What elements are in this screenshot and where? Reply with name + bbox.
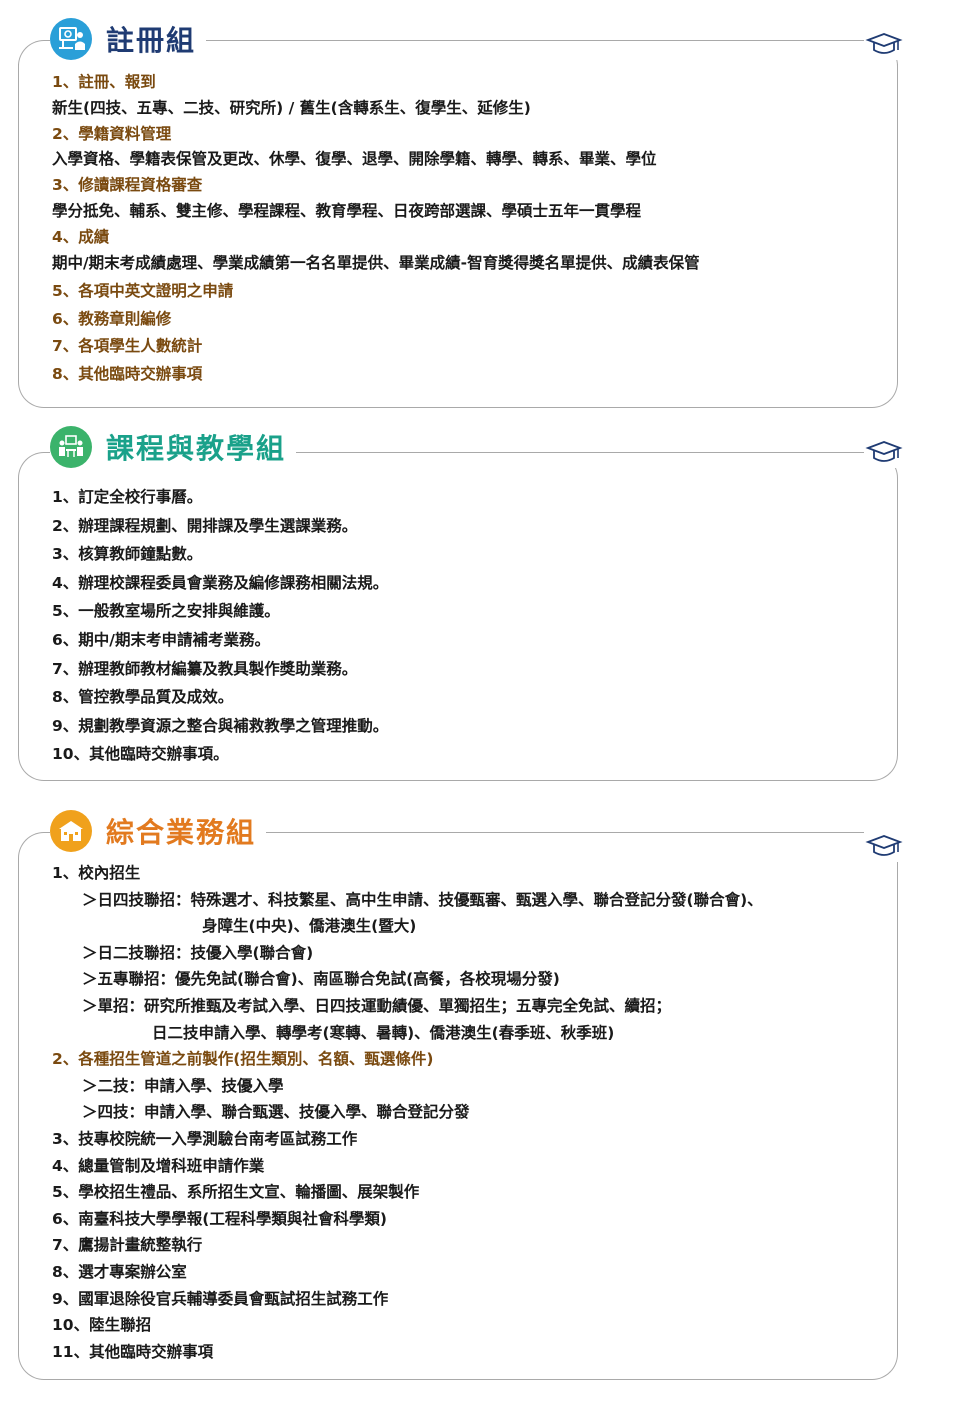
list-item: 10、其他臨時交辦事項。 — [52, 745, 229, 764]
list-item: 4、辦理校課程委員會業務及編修課務相關法規。 — [52, 573, 389, 592]
list-item: 2、各種招生管道之前製作(招生類別、名額、甄選條件) — [52, 1050, 434, 1069]
list-item: 日二技申請入學、轉學考(寒轉、暑轉)、僑港澳生(春季班、秋季班) — [152, 1023, 615, 1042]
list-item: 8、選才專案辦公室 — [52, 1262, 187, 1281]
general-list: 1、校內招生 ＞日四技聯招：特殊選才、科技繁星、高中生申請、技優甄審、甄選入學、聯… — [52, 860, 878, 1365]
frame-top-line — [44, 832, 872, 833]
section-title: 註冊組 — [106, 24, 197, 57]
frame-corner — [18, 452, 49, 479]
graduation-cap-icon — [864, 832, 904, 862]
list-item: 11、其他臨時交辦事項 — [52, 1342, 214, 1361]
course-list: 1、訂定全校行事曆。 2、辦理課程規劃、開排課及學生選課業務。 3、核算教師鐘點數。… — [52, 483, 878, 769]
list-item: ＞四技：申請入學、聯合甄選、技優入學、聯合登記分發 — [82, 1103, 470, 1122]
list-item: 1、訂定全校行事曆。 — [52, 488, 203, 506]
list-item: 4、成績 — [52, 227, 110, 246]
frame-side-left — [18, 64, 19, 68]
list-item: 8、其他臨時交辦事項 — [52, 364, 203, 383]
frame-top-line — [44, 452, 872, 453]
list-item: 3、修讀課程資格審查 — [52, 176, 203, 195]
section-title: 課程與教學組 — [106, 432, 287, 465]
frame-side-right — [897, 64, 898, 68]
school-building-icon — [50, 810, 92, 852]
list-item: ＞日二技聯招：技優入學(聯合會) — [82, 943, 314, 962]
list-item: 6、期中/期末考申請補考業務。 — [52, 630, 270, 649]
frame-top-line — [44, 40, 872, 41]
list-item: 8、管控教學品質及成效。 — [52, 688, 234, 707]
list-item: 3、核算教師鐘點數。 — [52, 545, 203, 564]
list-item: 7、各項學生人數統計 — [52, 337, 203, 356]
list-item: 6、教務章則編修 — [52, 309, 172, 328]
list-item: 3、技專校院統一入學測驗台南考區試務工作 — [52, 1129, 358, 1148]
list-item: 5、學校招生禮品、系所招生文宣、輪播圖、展架製作 — [52, 1183, 420, 1202]
list-item: 9、規劃教學資源之整合與補救教學之管理推動。 — [52, 716, 389, 735]
list-item: ＞五專聯招：優先免試(聯合會)、南區聯合免試(高餐，各校現場分發) — [82, 970, 560, 989]
list-item: ＞二技：申請入學、技優入學 — [82, 1076, 284, 1095]
list-item: 2、學籍資料管理 — [52, 124, 172, 143]
list-item: 入學資格、學籍表保管及更改、休學、復學、退學、開除學籍、轉學、轉系、畢業、學位 — [52, 150, 657, 169]
list-item: ＞單招：研究所推甄及考試入學、日四技運動績優、單獨招生；五專完全免試、續招； — [82, 996, 672, 1015]
section-frame — [18, 66, 898, 408]
list-item: 4、總量管制及增科班申請作業 — [52, 1156, 265, 1175]
graduation-cap-icon — [864, 30, 904, 60]
frame-corner — [18, 40, 49, 67]
section-header: 課程與教學組 — [50, 426, 297, 468]
registration-list: 1、註冊、報到新生(四技、五專、二技、研究所) / 舊生(含轉系生、復學生、延修… — [52, 70, 878, 388]
list-item: ＞日四技聯招：特殊選才、科技繁星、高中生申請、技優甄審、甄選入學、聯合登記分發(… — [82, 890, 763, 909]
list-item: 10、陸生聯招 — [52, 1316, 152, 1335]
section-title: 綜合業務組 — [106, 816, 257, 849]
list-item: 新生(四技、五專、二技、研究所) / 舊生(含轉系生、復學生、延修生) — [52, 98, 531, 117]
list-item: 5、一般教室場所之安排與維護。 — [52, 602, 280, 621]
meeting-icon — [50, 426, 92, 468]
section-header: 綜合業務組 — [50, 810, 267, 852]
list-item: 6、南臺科技大學學報(工程科學類與社會科學類) — [52, 1209, 387, 1228]
list-item: 1、校內招生 — [52, 864, 141, 882]
section-header: 註冊組 — [50, 18, 207, 60]
list-item: 9、國軍退除役官兵輔導委員會甄試招生試務工作 — [52, 1289, 389, 1308]
section-frame — [18, 858, 898, 1380]
list-item: 期中/期末考成績處理、學業成績第一名名單提供、畢業成績-智育獎得獎名單提供、成績… — [52, 253, 700, 272]
list-item: 1、註冊、報到 — [52, 73, 156, 91]
list-item: 7、辦理教師教材編纂及教具製作獎助業務。 — [52, 659, 358, 678]
list-item: 2、辦理課程規劃、開排課及學生選課業務。 — [52, 516, 358, 535]
course-section: 課程與教學組 1、訂定全校行事曆。 2、辦理課程規劃、開排課及學生選課業務。 3、核… — [18, 426, 904, 781]
registration-section: 註冊組 1、註冊、報到新生(四技、五專、二技、研究所) / 舊生(含轉系生、復學… — [18, 18, 904, 408]
list-item: 5、各項中英文證明之申請 — [52, 282, 234, 301]
list-item: 身障生(中央)、僑港澳生(暨大) — [202, 917, 417, 936]
section-frame — [18, 478, 898, 781]
graduation-cap-icon — [864, 438, 904, 468]
list-item: 7、鷹揚計畫統整執行 — [52, 1236, 203, 1255]
frame-corner — [18, 832, 49, 859]
list-item: 學分抵免、輔系、雙主修、學程課程、教育學程、日夜跨部選課、學碩士五年一貫學程 — [52, 201, 642, 220]
general-section: 綜合業務組 1、校內招生 ＞日四技聯招：特殊選才、科技繁星、高中生申請、技優甄審、… — [18, 810, 904, 1380]
presentation-icon — [50, 18, 92, 60]
